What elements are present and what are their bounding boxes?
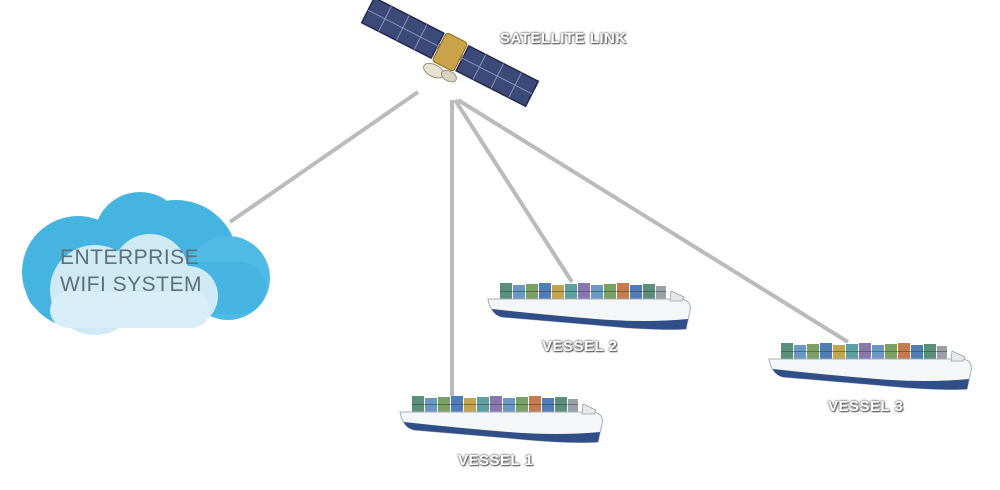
link-cloud <box>228 90 420 224</box>
vessel-3-label: VESSEL 3 <box>828 398 904 415</box>
link-vessel-2 <box>453 98 574 284</box>
link-vessel-3 <box>456 98 850 344</box>
vessel-1-icon <box>399 395 603 443</box>
vessel-2-icon <box>487 282 691 330</box>
vessel-2-label: VESSEL 2 <box>542 338 618 355</box>
satellite-label: SATELLITE LINK <box>500 30 627 47</box>
vessel-1-label: VESSEL 1 <box>458 452 534 469</box>
cloud-label-line-2: WIFI SYSTEM <box>60 273 202 296</box>
cloud-label: ENTERPRISE WIFI SYSTEM <box>60 244 202 298</box>
satellite-icon <box>360 0 540 108</box>
cloud-icon <box>22 192 270 335</box>
cloud-label-line-1: ENTERPRISE <box>60 246 200 269</box>
vessel-3-icon <box>768 342 972 390</box>
